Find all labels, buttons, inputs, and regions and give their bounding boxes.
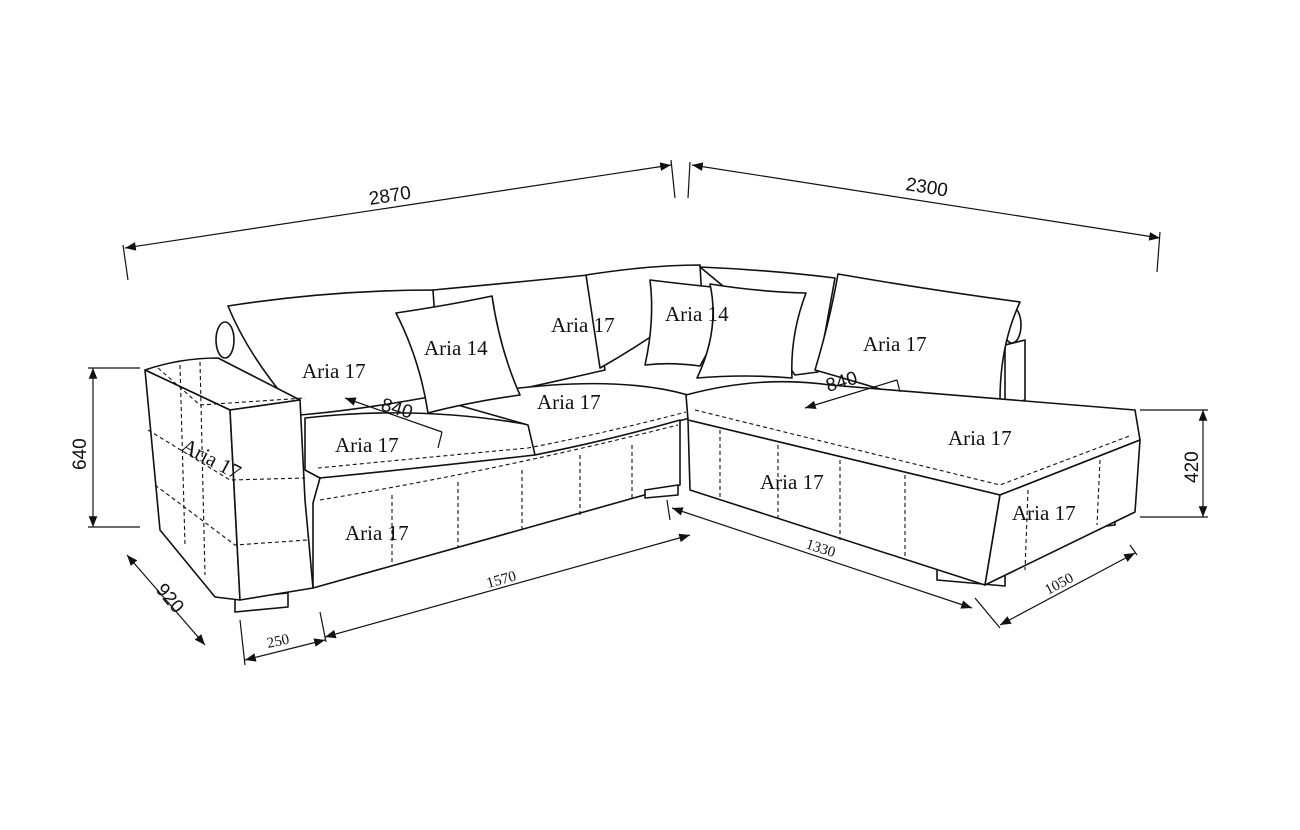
dim-1330 bbox=[671, 507, 973, 609]
dim-840-left bbox=[345, 398, 443, 449]
fabric-label: Aria 17 bbox=[551, 313, 615, 337]
dim-label: 420 bbox=[1182, 451, 1203, 483]
dim-label: 250 bbox=[266, 632, 291, 652]
pillow-corner-front bbox=[696, 283, 807, 379]
fabric-label: Aria 17 bbox=[537, 390, 601, 414]
armrest-top bbox=[144, 357, 301, 411]
dim-2300 bbox=[691, 162, 1161, 241]
fabric-label: Aria 17 bbox=[1012, 501, 1076, 525]
dim-label: 920 bbox=[151, 580, 187, 618]
chaise-side bbox=[984, 439, 1141, 586]
fabric-label: Aria 17 bbox=[863, 332, 927, 356]
fabric-label: Aria 17 bbox=[335, 433, 399, 457]
dim-250 bbox=[244, 638, 326, 662]
dim-label: 640 bbox=[70, 438, 91, 470]
dim-840-right bbox=[805, 379, 901, 408]
dimension-lines bbox=[88, 159, 1208, 666]
fabric-label: Aria 17 bbox=[345, 521, 409, 545]
dim-label: 1570 bbox=[485, 569, 518, 592]
fabric-label: Aria 14 bbox=[424, 336, 488, 360]
dim-label: 2300 bbox=[904, 174, 949, 201]
sofa-body bbox=[144, 264, 1141, 613]
dim-label: 1050 bbox=[1042, 570, 1076, 598]
right-bolster bbox=[1004, 339, 1026, 406]
back-cushion-left bbox=[227, 289, 441, 416]
left-roll bbox=[215, 321, 235, 359]
fabric-label: Aria 17 bbox=[948, 426, 1012, 450]
dim-920 bbox=[126, 554, 206, 646]
fabric-labels: Aria 17 Aria 14 Aria 17 Aria 14 Aria 17 … bbox=[178, 302, 1076, 545]
fabric-label: Aria 17 bbox=[302, 359, 366, 383]
pillow-left bbox=[395, 295, 521, 414]
dim-1050 bbox=[999, 552, 1136, 626]
dim-1570 bbox=[324, 533, 691, 639]
fabric-label: Aria 14 bbox=[665, 302, 729, 326]
armrest-front bbox=[229, 399, 314, 601]
armrest-side bbox=[144, 369, 241, 601]
leg bbox=[644, 484, 679, 499]
dim-2870 bbox=[124, 162, 672, 251]
fabric-label: Aria 17 bbox=[760, 470, 824, 494]
